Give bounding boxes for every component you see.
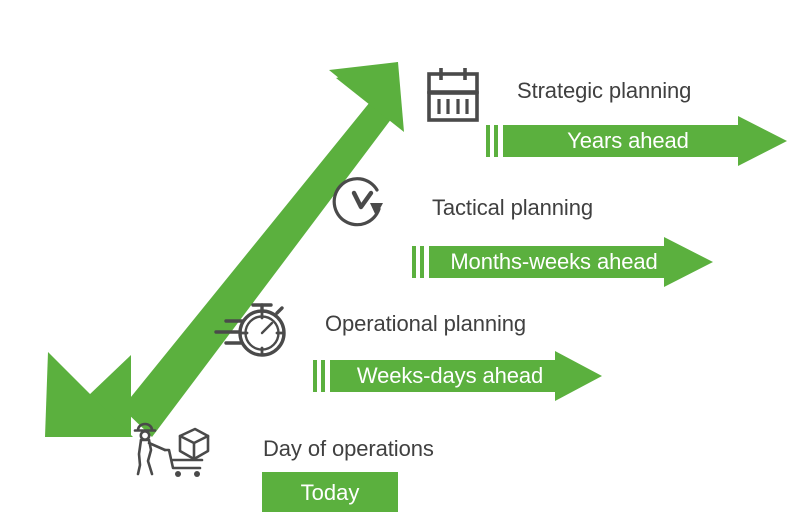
level-title-tactical: Tactical planning [432,195,593,220]
stopwatch-icon [212,297,292,368]
level-title-operational: Operational planning [325,311,527,336]
horizon-arrow-operational [313,348,603,404]
level-title-strategic: Strategic planning [517,78,692,103]
clock-rotate-icon [330,173,392,240]
horizon-text-tactical: Months-weeks ahead [450,249,658,274]
calendar-icon [424,62,482,129]
horizon-box-today [262,472,398,512]
horizon-text-strategic: Years ahead [567,128,689,153]
level-title-day-of-operations: Day of operations [263,436,434,461]
horizon-arrow-tactical [412,234,714,290]
horizon-text-today: Today [300,480,360,505]
worker-cart-icon [128,418,210,485]
horizon-arrow-strategic [486,113,788,169]
horizon-text-operational: Weeks-days ahead [356,363,544,388]
